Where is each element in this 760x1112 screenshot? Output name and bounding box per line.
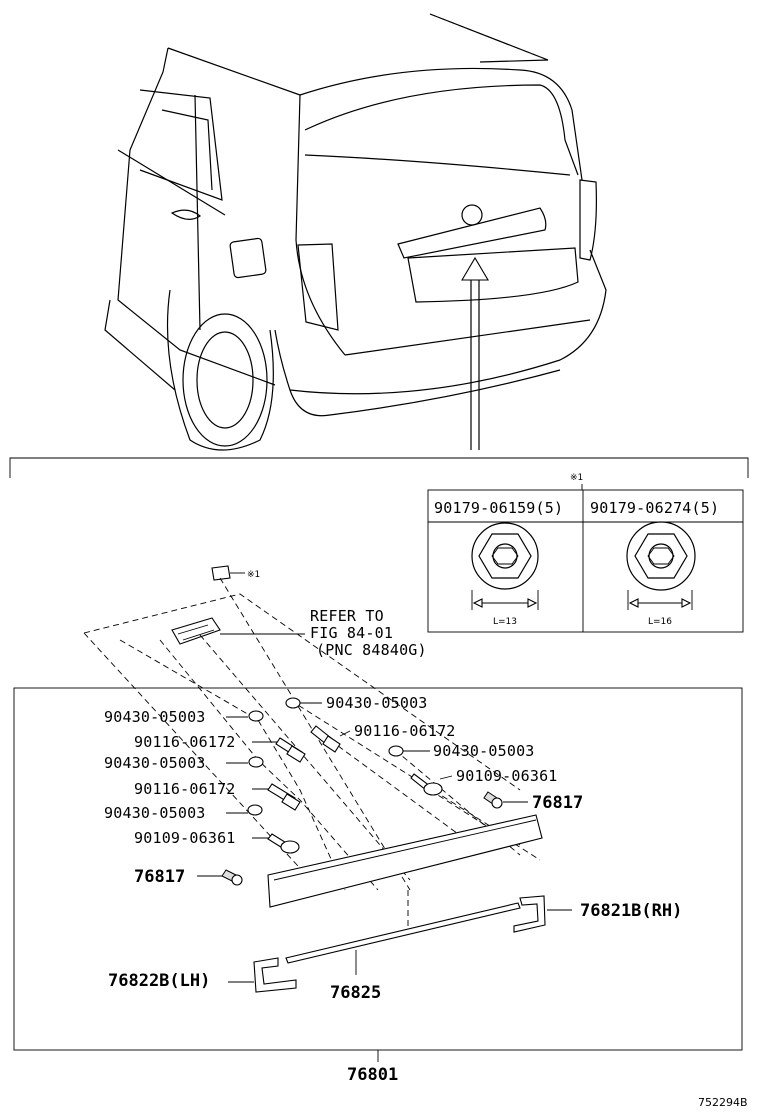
clip-r-label: 76817: [532, 793, 583, 813]
nut-a-length: L=13: [493, 617, 517, 627]
note-mark-table: ※1: [570, 473, 583, 483]
left-fasteners: 90430-05003 90116-06172 90430-05003 9011…: [104, 708, 306, 887]
refer-line-1: REFER TO: [310, 607, 384, 625]
license-lamp-icon: [171, 617, 221, 645]
bolt-icon: [310, 725, 341, 753]
bolt-icon: [275, 737, 306, 763]
washer-icon: [388, 745, 404, 757]
nut-a-icon: [471, 522, 539, 610]
bolt-l1-label: 90116-06172: [134, 733, 236, 751]
clip-l-label: 76817: [134, 867, 185, 887]
nut-b-length: L=16: [648, 617, 672, 627]
right-fasteners: 90430-05003 90116-06172 90430-05003 9010…: [285, 694, 583, 813]
guide-lines: [119, 634, 541, 930]
seal-strip-group: 76821B(RH) 76822B(LH) 76825: [108, 895, 682, 1003]
section-divider: [9, 457, 749, 478]
bolt-r1-label: 90116-06172: [354, 722, 456, 740]
back-door-garnish-icon: [267, 814, 543, 908]
washer-icon: [248, 710, 264, 722]
nut-b-icon: [626, 521, 696, 610]
screw-r-label: 90109-06361: [456, 767, 558, 785]
refer-line-2: FIG 84-01: [310, 624, 393, 642]
figure-id: 752294B: [698, 1096, 748, 1109]
washer-icon: [248, 756, 264, 768]
nut-icon: [211, 565, 231, 581]
washer-l2-label: 90430-05003: [104, 754, 206, 772]
washer-l1-label: 90430-05003: [104, 708, 206, 726]
end-rh-label: 76821B(RH): [580, 901, 682, 921]
assembly-label: 76801: [347, 1065, 398, 1085]
screw-icon: [267, 833, 300, 854]
screw-icon: [410, 773, 443, 796]
note-mark-nut: ※1: [247, 570, 260, 580]
seal-strip-icon: [285, 902, 521, 964]
bolt-icon: [267, 783, 301, 811]
washer-l3-label: 90430-05003: [104, 804, 206, 822]
nut-a-part-number: 90179-06159(5): [434, 499, 563, 517]
washer-r2-label: 90430-05003: [433, 742, 535, 760]
nut-detail-table: ※1 90179-06159(5) 90179-06274(5) L=13 L=…: [427, 473, 744, 633]
vehicle-illustration: [104, 13, 607, 451]
washer-icon: [247, 804, 263, 816]
end-cap-lh-icon: [253, 957, 297, 993]
end-lh-label: 76822B(LH): [108, 971, 210, 991]
end-cap-rh-icon: [513, 895, 546, 933]
clip-icon: [221, 869, 243, 886]
refer-line-3: (PNC 84840G): [316, 641, 427, 659]
nut-b-part-number: 90179-06274(5): [590, 499, 719, 517]
washer-r1-label: 90430-05003: [326, 694, 428, 712]
seal-label: 76825: [330, 983, 381, 1003]
washer-icon: [285, 697, 301, 709]
clip-icon: [483, 791, 503, 809]
bolt-l2-label: 90116-06172: [134, 780, 236, 798]
license-lamp-group: ※1 REFER TO FIG 84-01 (PNC 84840G): [83, 565, 521, 891]
screw-l-label: 90109-06361: [134, 829, 236, 847]
